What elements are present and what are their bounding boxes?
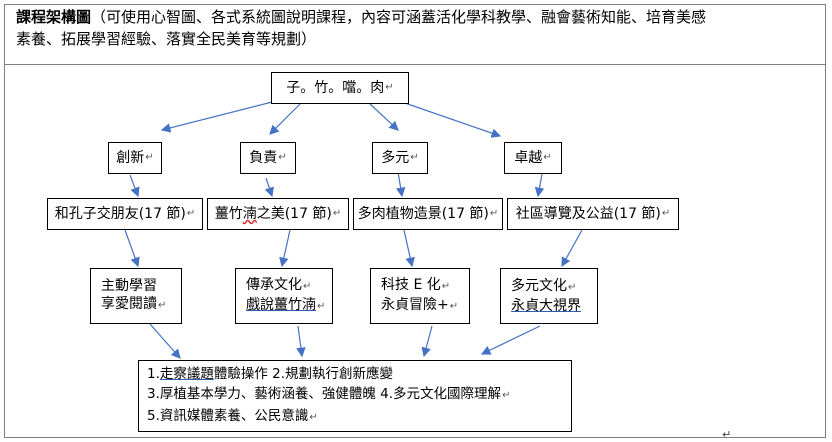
arrow-outcome2-to-goals — [296, 325, 306, 358]
goals-text: 5.資訊媒體素養、公民意識 — [147, 408, 309, 424]
arrow-value3-to-course3 — [395, 171, 406, 198]
arrow-outcome1-to-goals — [149, 323, 181, 359]
course-label-part: 湳 — [242, 206, 257, 222]
paragraph-mark: ↵ — [661, 208, 671, 219]
paragraph-mark: ↵ — [278, 152, 287, 163]
outcome-box-1: 主動學習 享愛閱讀↵ — [90, 268, 182, 324]
root-box: 子。竹。噹。肉↵ — [271, 72, 409, 104]
root-label: 子。竹。噹。肉 — [286, 80, 385, 96]
outcome-line: 永貞冒險+↵ — [381, 296, 458, 316]
paragraph-mark: ↵ — [317, 301, 326, 312]
outcome-box-2: 傳承文化↵ 戲說薑竹湳↵ — [235, 268, 333, 324]
table-divider — [4, 64, 826, 65]
outcome-line-text: 享愛閱讀 — [101, 296, 157, 312]
paragraph-mark: ↵ — [441, 281, 451, 292]
outcome-line: 科技 E 化↵ — [381, 276, 450, 296]
goals-text: 3.厚植基本學力、藝術涵養、強健體魄 4.多元文化國際理解 — [147, 386, 502, 402]
arrow-course3-to-outcome3 — [403, 229, 415, 268]
value-label: 創新 — [116, 150, 145, 166]
heading: 課程架構圖（可使用心智圖、各式系統圖說明課程，內容可涵蓋活化學科教學、融會藝術知… — [16, 6, 816, 50]
value-box-1: 創新↵ — [108, 142, 162, 174]
outcome-box-4: 多元文化↵ 永貞大視界 — [500, 268, 598, 324]
course-label-part: 之美(17 節) — [256, 206, 332, 222]
outcome-line: 多元文化↵ — [511, 277, 576, 297]
course-box-2: 薑竹湳之美(17 節)↵ — [207, 198, 349, 230]
arrow-root-to-value-1 — [160, 101, 273, 133]
paragraph-mark: ↵ — [145, 152, 154, 163]
outcome-line-text: 科技 E 化 — [381, 277, 441, 293]
goals-box: 1.走察議題體驗操作 2.規劃執行創新應變 3.厚植基本學力、藝術涵養、強健體魄… — [138, 360, 572, 432]
arrow-course1-to-outcome1 — [124, 229, 140, 268]
outcome-line-text: 傳承文化 — [246, 277, 302, 293]
paragraph-mark: ↵ — [303, 281, 312, 292]
value-label: 卓越 — [514, 150, 543, 166]
arrow-outcome3-to-goals — [421, 325, 433, 358]
heading-note-line2: 素養、拓展學習經驗、落實全民美育等規劃） — [16, 30, 317, 48]
course-label: 多肉植物造景(17 節) — [357, 206, 489, 222]
paragraph-mark: ↵ — [568, 282, 577, 293]
course-label-part: 薑竹 — [214, 206, 243, 222]
arrow-course4-to-outcome4 — [561, 229, 583, 268]
outcome-line-text: 永貞大視界 — [511, 298, 581, 314]
value-label: 多元 — [381, 150, 410, 166]
outcome-line: 主動學習 — [101, 278, 157, 294]
course-label: 薑竹湳之美(17 節) — [215, 205, 332, 223]
goals-text: 體驗操作 2.規劃執行創新應變 — [213, 366, 394, 382]
paragraph-mark: ↵ — [502, 390, 511, 401]
outcome-line: 永貞大視界 — [511, 297, 581, 315]
course-box-3: 多肉植物造景(17 節)↵ — [353, 198, 503, 230]
course-label: 和孔子交朋友(17 節) — [54, 206, 186, 222]
table-bottom-line — [4, 437, 826, 438]
arrow-root-to-value-4 — [401, 101, 502, 138]
heading-note-line1: （可使用心智圖、各式系統圖說明課程，內容可涵蓋活化學科教學、融會藝術知能、培育美… — [91, 8, 707, 26]
goals-line-3: 5.資訊媒體素養、公民意識↵ — [147, 406, 318, 428]
value-box-2: 負責↵ — [240, 142, 296, 174]
paragraph-mark: ↵ — [489, 208, 499, 219]
arrow-value4-to-course4 — [534, 173, 545, 198]
value-box-4: 卓越↵ — [504, 142, 562, 174]
arrow-value2-to-course2 — [264, 177, 274, 198]
outcome-box-3: 科技 E 化↵ 永貞冒險+↵ — [370, 268, 470, 324]
paragraph-mark: ↵ — [332, 208, 342, 219]
value-label: 負責 — [249, 150, 278, 166]
goals-text: 1. — [147, 366, 160, 382]
value-box-3: 多元↵ — [372, 142, 428, 174]
paragraph-mark: ↵ — [410, 152, 419, 163]
arrow-root-to-value-2 — [269, 103, 301, 135]
course-box-1: 和孔子交朋友(17 節)↵ — [47, 198, 203, 230]
course-label: 社區導覽及公益(17 節) — [515, 206, 661, 222]
page-paragraph-mark: ↵ — [722, 428, 732, 441]
paragraph-mark: ↵ — [158, 300, 167, 311]
outcome-line-text: 戲說薑竹湳 — [246, 297, 316, 313]
outcome-line: 傳承文化↵ — [246, 276, 311, 296]
paragraph-mark: ↵ — [543, 152, 552, 163]
outcome-line: 享愛閱讀↵ — [101, 295, 166, 315]
paragraph-mark: ↵ — [186, 208, 196, 219]
arrow-root-to-value-3 — [369, 103, 399, 131]
arrow-outcome4-to-goals — [480, 325, 541, 355]
paragraph-mark: ↵ — [385, 82, 394, 93]
outcome-line: 戲說薑竹湳↵ — [246, 296, 325, 316]
goals-text: 走察議題 — [159, 366, 214, 382]
outcome-line-text: 永貞冒險+ — [381, 297, 449, 313]
paragraph-mark: ↵ — [449, 301, 459, 312]
course-box-4: 社區導覽及公益(17 節)↵ — [507, 198, 679, 230]
arrow-course2-to-outcome2 — [279, 229, 291, 268]
outcome-line-text: 多元文化 — [511, 278, 567, 294]
heading-title: 課程架構圖 — [16, 8, 92, 26]
paragraph-mark: ↵ — [309, 412, 318, 423]
goals-line-1: 1.走察議題體驗操作 2.規劃執行創新應變 — [147, 364, 393, 384]
goals-line-2: 3.厚植基本學力、藝術涵養、強健體魄 4.多元文化國際理解↵ — [147, 384, 510, 406]
arrow-value1-to-course1 — [129, 174, 140, 198]
